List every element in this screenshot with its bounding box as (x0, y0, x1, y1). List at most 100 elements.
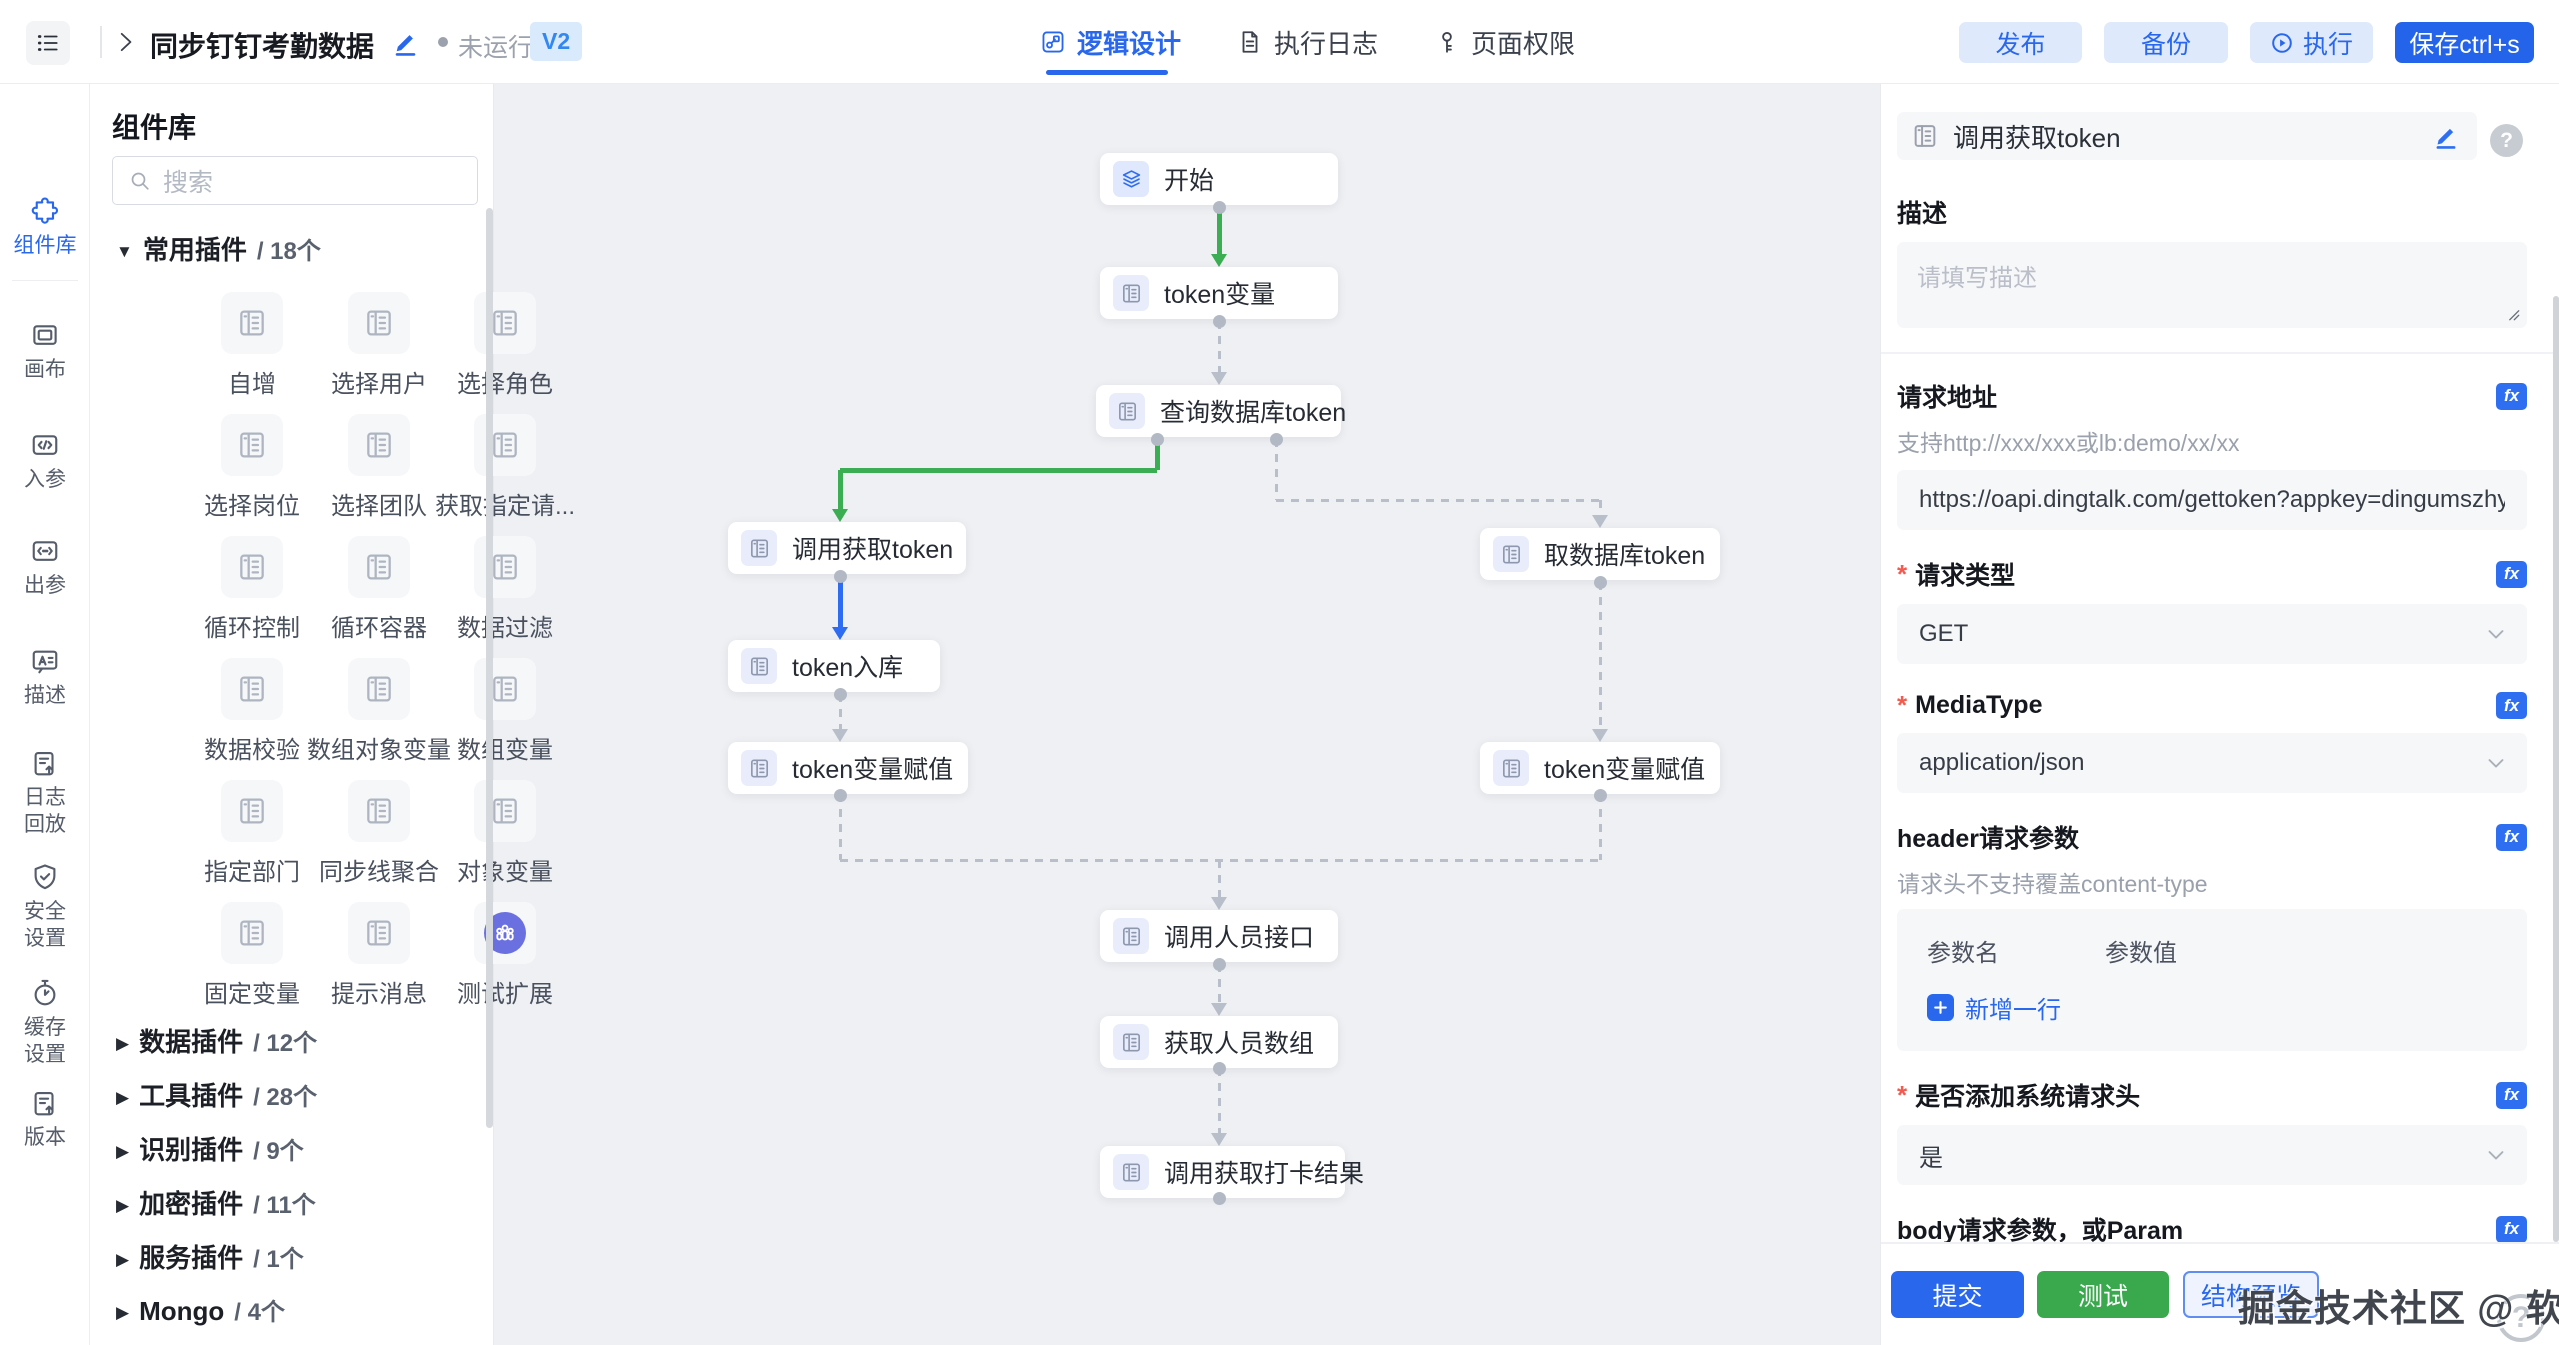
edit-title-icon[interactable] (392, 29, 419, 56)
flow-node-start[interactable]: 开始 (1100, 153, 1338, 205)
sidebar-item-description[interactable]: 描述 (0, 646, 90, 709)
library-group-collapsed[interactable]: ▶ 工具插件 / 28个 (116, 1081, 318, 1111)
library-group-collapsed[interactable]: ▶ 识别插件 / 9个 (116, 1135, 304, 1165)
node-label: token变量赋值 (1544, 756, 1706, 784)
library-item-tile[interactable] (348, 658, 410, 720)
library-item-tile[interactable] (474, 902, 536, 964)
node-label: 获取人员数组 (1164, 1030, 1315, 1058)
library-item-tile[interactable] (221, 292, 283, 354)
library-item-tile[interactable] (348, 780, 410, 842)
library-item-tile[interactable] (474, 536, 536, 598)
library-item-tile[interactable] (474, 780, 536, 842)
node-port[interactable] (1269, 432, 1283, 446)
node-port[interactable] (833, 687, 847, 701)
library-item-tile[interactable] (348, 536, 410, 598)
sidebar-item-library[interactable]: 组件库 (0, 196, 90, 259)
structure-preview-button[interactable]: 结构预览 (2183, 1271, 2319, 1318)
menu-icon[interactable] (26, 21, 70, 65)
node-label: 开始 (1164, 167, 1215, 195)
inspector-scrollbar[interactable] (2553, 296, 2559, 1242)
sidebar-item-output-params[interactable]: 出参 (0, 536, 90, 599)
test-button[interactable]: 测试 (2037, 1271, 2169, 1318)
save-button[interactable]: 保存ctrl+s (2395, 22, 2534, 63)
library-group-collapsed[interactable]: ▶ 加密插件 / 11个 (116, 1189, 316, 1219)
edit-node-title-icon[interactable] (2433, 123, 2459, 149)
resize-handle-icon[interactable] (2503, 304, 2521, 322)
desc-icon (30, 646, 60, 676)
library-scrollbar[interactable] (486, 208, 493, 1128)
sidebar-item-log-replay[interactable]: 日志 回放 (0, 748, 90, 838)
select-field[interactable]: GET (1897, 604, 2527, 664)
library-item-tile[interactable] (348, 292, 410, 354)
library-group-collapsed[interactable]: ▶ 数据插件 / 12个 (116, 1027, 318, 1057)
sidebar-item-input-params[interactable]: 入参 (0, 430, 90, 493)
publish-button[interactable]: 发布 (1959, 22, 2082, 63)
node-label: 查询数据库token (1160, 399, 1347, 427)
card-icon (1493, 536, 1529, 572)
search-input[interactable]: 搜索 (112, 156, 478, 205)
library-item-tile[interactable] (348, 414, 410, 476)
node-port[interactable] (1593, 575, 1607, 589)
add-row-button[interactable]: 新增一行 (1927, 990, 2527, 1025)
flow-node-call-punch-result[interactable]: 调用获取打卡结果 (1100, 1146, 1364, 1198)
chevron-right-icon[interactable] (112, 29, 138, 55)
flow-node-token-assign-right[interactable]: token变量赋值 (1480, 742, 1720, 794)
node-port[interactable] (1212, 200, 1226, 214)
sidebar-item-cache-settings[interactable]: 缓存 设置 (0, 978, 90, 1068)
tab-logic-design[interactable]: 逻辑设计 (1040, 24, 1181, 61)
flow-node-token-store[interactable]: token入库 (728, 640, 940, 692)
sidebar-item-canvas[interactable]: 画布 (0, 320, 90, 383)
library-item-tile[interactable] (474, 292, 536, 354)
library-item-tile[interactable] (221, 902, 283, 964)
fx-formula-icon[interactable]: fx (2496, 1081, 2527, 1109)
flow-node-token-var[interactable]: token变量 (1100, 267, 1338, 319)
card-icon (741, 530, 777, 566)
node-port[interactable] (1212, 1061, 1226, 1075)
library-group-collapsed[interactable]: ▶ 服务插件 / 1个 (116, 1243, 304, 1273)
node-port[interactable] (833, 569, 847, 583)
execute-button[interactable]: 执行 (2250, 22, 2373, 63)
library-item-tile[interactable] (348, 902, 410, 964)
node-port[interactable] (1593, 788, 1607, 802)
sidebar-item-security-settings[interactable]: 安全 设置 (0, 862, 90, 952)
library-group-common-plugins[interactable]: ▼ 常用插件 / 18个 (116, 235, 321, 265)
library-group-collapsed[interactable]: ▶ Mongo / 4个 (116, 1296, 285, 1326)
select-field[interactable]: 是 (1897, 1125, 2527, 1185)
tab-page-permission[interactable]: 页面权限 (1434, 24, 1575, 61)
fx-formula-icon[interactable]: fx (2496, 823, 2527, 851)
select-field[interactable]: application/json (1897, 733, 2527, 793)
flow-edge (837, 470, 843, 510)
library-item-tile[interactable] (221, 414, 283, 476)
flow-node-get-person-array[interactable]: 获取人员数组 (1100, 1016, 1338, 1068)
help-icon[interactable]: ? (2490, 124, 2523, 157)
submit-button[interactable]: 提交 (1891, 1271, 2024, 1318)
flow-node-token-assign-left[interactable]: token变量赋值 (728, 742, 968, 794)
library-item-tile[interactable] (474, 414, 536, 476)
tab-exec-log[interactable]: 执行日志 (1237, 24, 1378, 61)
flow-node-query-db-token[interactable]: 查询数据库token (1096, 385, 1346, 437)
node-port[interactable] (1150, 432, 1164, 446)
fx-formula-icon[interactable]: fx (2496, 382, 2527, 410)
node-port[interactable] (833, 788, 847, 802)
fx-formula-icon[interactable]: fx (2496, 560, 2527, 588)
flow-canvas[interactable]: 开始 token变量 查询数据库token 调用获取token 取数据库toke… (494, 84, 1880, 1345)
flow-node-get-db-token[interactable]: 取数据库token (1480, 528, 1720, 580)
description-textarea[interactable]: 请填写描述 (1897, 242, 2527, 328)
url-input[interactable]: https://oapi.dingtalk.com/gettoken?appke… (1897, 470, 2527, 530)
library-item-tile[interactable] (221, 536, 283, 598)
library-item-tile[interactable] (221, 658, 283, 720)
sidebar-item-version[interactable]: 版本 (0, 1088, 90, 1151)
flow-node-call-person-api[interactable]: 调用人员接口 (1100, 910, 1338, 962)
description-label: 描述 (1897, 200, 1948, 228)
fx-formula-icon[interactable]: fx (2496, 1215, 2527, 1243)
flow-edge (1276, 498, 1600, 502)
backup-button[interactable]: 备份 (2104, 22, 2228, 63)
node-port[interactable] (1212, 314, 1226, 328)
flow-node-call-get-token[interactable]: 调用获取token (728, 522, 966, 574)
node-port[interactable] (1212, 957, 1226, 971)
node-port[interactable] (1212, 1191, 1226, 1205)
library-item-tile[interactable] (474, 658, 536, 720)
library-item-tile[interactable] (221, 780, 283, 842)
fx-formula-icon[interactable]: fx (2496, 692, 2527, 719)
